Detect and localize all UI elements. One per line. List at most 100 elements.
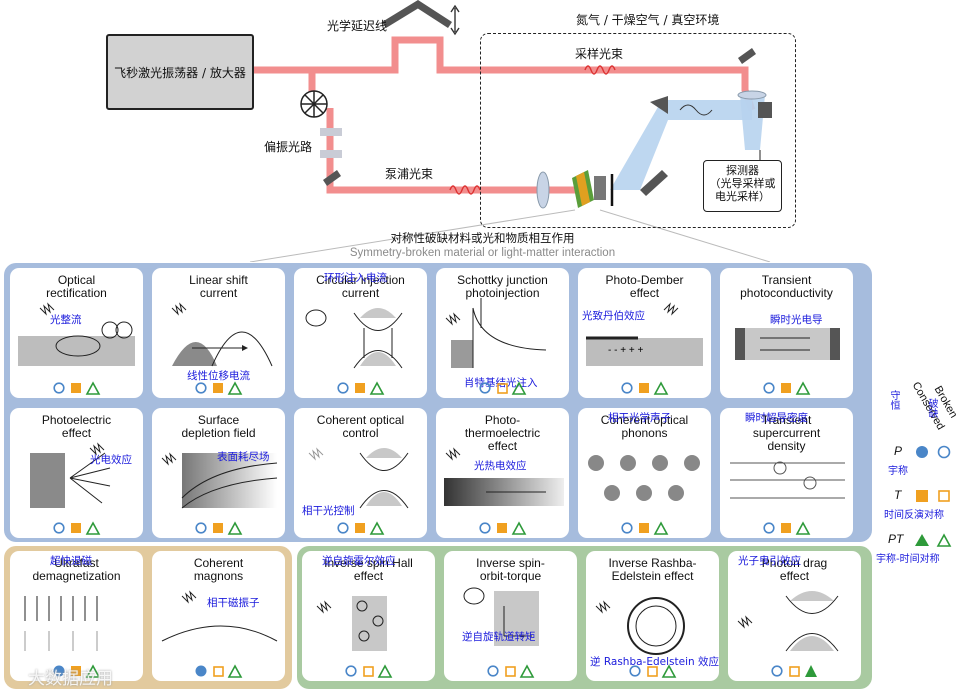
symmetry-marks [578,381,711,395]
symmetry-icons [194,381,242,395]
mechanism-illustration [588,455,700,501]
mechanism-cn-label: 瞬时光电导 [770,314,823,326]
legend-p-key: P [894,444,903,458]
mechanism-illustration [161,452,278,509]
environment-label: 氮气 / 干燥空气 / 真空环境 [576,13,720,27]
mechanism-title: Photon drag effect [761,556,828,583]
symmetry-marks [10,664,143,678]
symmetry-marks [294,381,427,395]
delay-line-label: 光学延迟线 [327,19,388,33]
symmetry-marks [436,381,569,395]
mechanism-illustration [730,461,845,499]
symmetry-icons [336,521,384,535]
symmetry-marks [152,381,285,395]
watermark: 大数据应用 [28,669,113,689]
symmetry-icons [344,664,392,678]
mechanism-cn-label: 光电效应 [90,454,132,466]
mechanism-title: Coherent magnons [193,556,244,583]
legend-p-marks [916,445,951,459]
mechanism-cn-label: 逆自旋霍尔效应 [322,555,396,567]
symmetry-marks [152,521,285,535]
mechanism-cn-label: 表面耗尽场 [217,451,270,463]
mechanism-title: Circular injection current [316,273,405,300]
mechanism-illustration [737,591,839,652]
symmetry-icons [762,381,810,395]
mechanism-cn-label: 瞬时超导密度 [745,412,808,424]
symmetry-icons [620,381,668,395]
mechanism-illustration [463,587,539,646]
mechanism-cn-label: 逆自旋轨道转矩 [462,631,536,643]
symmetry-marks [586,664,719,678]
legend-pt-marks [915,533,952,547]
mechanism-title: Ultrafast demagnetization [32,556,121,583]
mechanism-illustration [30,442,111,508]
symmetry-marks [10,381,143,395]
symmetry-marks [720,381,853,395]
mechanism-cn-label: 逆 Rashba-Edelstein 效应 [590,656,719,668]
legend-conserved-cn: 守恒 [888,390,899,410]
symmetry-marks [10,521,143,535]
symmetry-marks [436,521,569,535]
legend-broken-cn: 破缺 [926,398,937,418]
mechanism-title: Optical rectification [46,273,107,300]
mechanism-card: Optical rectification 光整流 [10,268,143,398]
mechanism-card: Surface depletion field 表面耗尽场 [152,408,285,538]
laser-label: 飞秒激光振荡器 / 放大器 [114,65,246,80]
polarization-label: 偏振光路 [264,140,313,154]
symmetry-icons [53,664,100,678]
symmetry-marks [294,521,427,535]
mechanism-cn-label: 光致丹伯效应 [582,310,645,322]
detector-line-1: 探测器 [726,164,759,177]
symmetry-icons [486,664,534,678]
symmetry-icons [762,521,810,535]
mechanism-title: Surface depletion field [181,413,256,440]
mechanism-illustration: - - + + + [586,302,703,366]
mechanism-title: Transient photoconductivity [740,273,833,300]
symmetry-icons [770,665,817,677]
environment-box [480,33,796,228]
mechanism-cn-label: 超快退磁 [50,555,92,567]
mechanism-title: Schottky junction photoinjection [457,273,548,300]
mechanism-cn-label: 光整流 [50,314,82,326]
mechanism-title: Inverse Rashba- Edelstein effect [608,556,697,583]
mechanism-cn-label: 环形注入电流 [324,272,387,284]
symmetry-icons [194,521,242,535]
symmetry-icons [52,521,100,535]
mechanism-cn-label: 相干光控制 [302,505,355,517]
legend-p-cn: 宇称 [888,466,908,477]
legend-t-key: T [894,488,902,502]
mechanism-card: Inverse Rashba- Edelstein effect 逆 Rashba… [586,551,719,681]
detector-line-3: 电光采样） [715,190,770,203]
symmetry-icons [478,381,526,395]
mechanism-cn-label: 线性位移电流 [187,370,250,382]
laser-source-box: 飞秒激光振荡器 / 放大器 [106,34,254,110]
mechanism-illustration [18,302,135,366]
mechanism-cn-label: 光热电效应 [474,460,527,472]
sampling-beam-label: 采样光束 [575,47,624,61]
legend-t-marks [916,490,950,502]
mechanism-illustration [308,447,409,509]
mechanism-illustration [305,308,403,369]
symmetry-legend: 守恒 Conserved 破缺 Broken P 宇称 T 时间反演对称 PT … [876,380,964,570]
legend-t-cn: 时间反演对称 [884,510,944,521]
symmetry-icons [620,521,668,535]
symmetry-marks [578,521,711,535]
material-title-cn: 对称性破缺材料或光和物质相互作用 [390,231,575,245]
legend-pt-key: PT [888,532,904,546]
mechanism-title: Transient supercurrent density [752,413,821,453]
mechanism-title: Photo-Dember effect [605,273,684,300]
symmetry-icons [336,381,384,395]
mechanism-title: Coherent optical phonons [600,413,689,440]
mechanism-cn-label: 光子曳引效应 [738,555,801,567]
